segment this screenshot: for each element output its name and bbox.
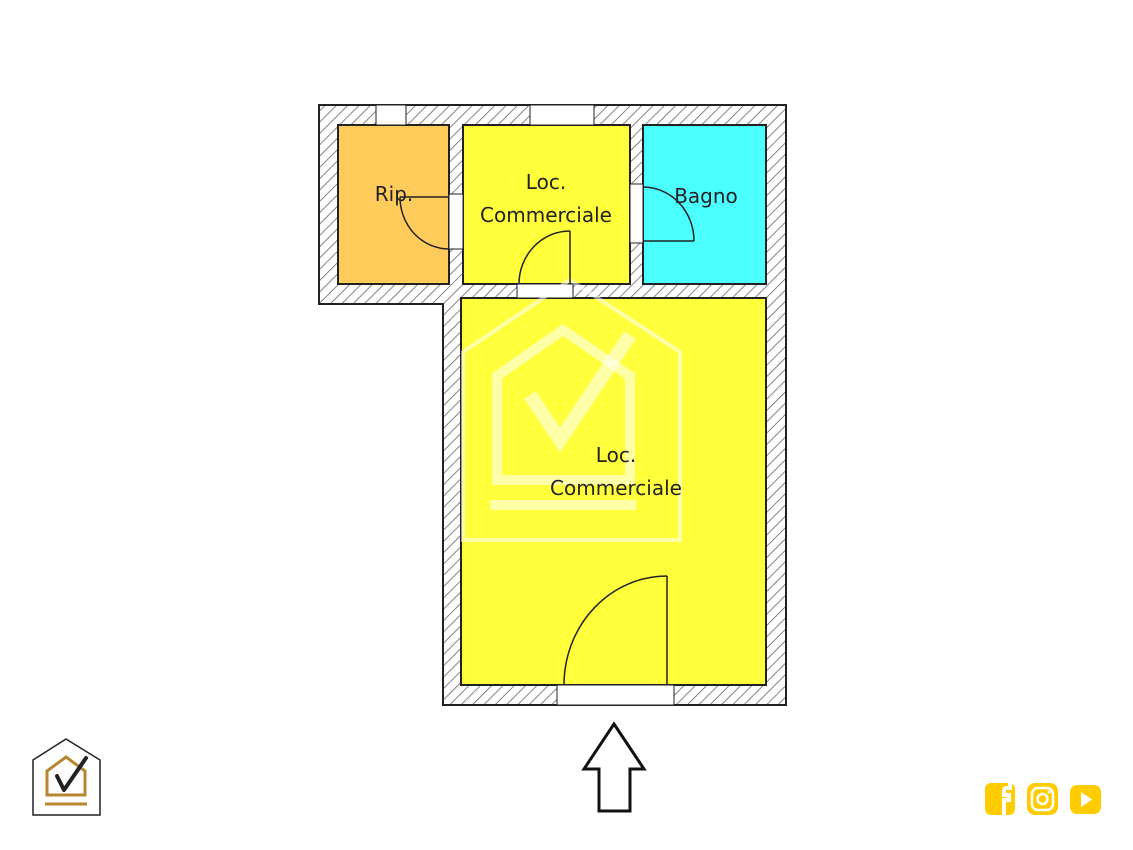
room-label-commerciale: Commerciale xyxy=(480,203,612,227)
watermark-logo xyxy=(461,277,682,542)
room-label-loc: Loc. xyxy=(596,443,636,467)
room-label-bagno: Bagno xyxy=(674,184,738,208)
room-bagno xyxy=(642,124,767,285)
window xyxy=(375,104,407,126)
entrance-doorway xyxy=(556,684,675,706)
doorway xyxy=(629,183,644,244)
window xyxy=(529,104,595,126)
company-logo xyxy=(32,738,101,816)
openings xyxy=(375,104,675,706)
up-arrow-icon xyxy=(581,721,647,813)
facebook-icon[interactable] xyxy=(985,783,1015,815)
instagram-icon[interactable] xyxy=(1027,783,1058,815)
room-label-commerciale: Commerciale xyxy=(550,476,682,500)
room-label-loc: Loc. xyxy=(526,170,566,194)
doorway xyxy=(448,193,464,250)
room-rip xyxy=(337,124,450,285)
youtube-icon[interactable] xyxy=(1070,785,1101,814)
room-label-rip: Rip. xyxy=(375,182,414,206)
door-swings xyxy=(399,186,695,686)
